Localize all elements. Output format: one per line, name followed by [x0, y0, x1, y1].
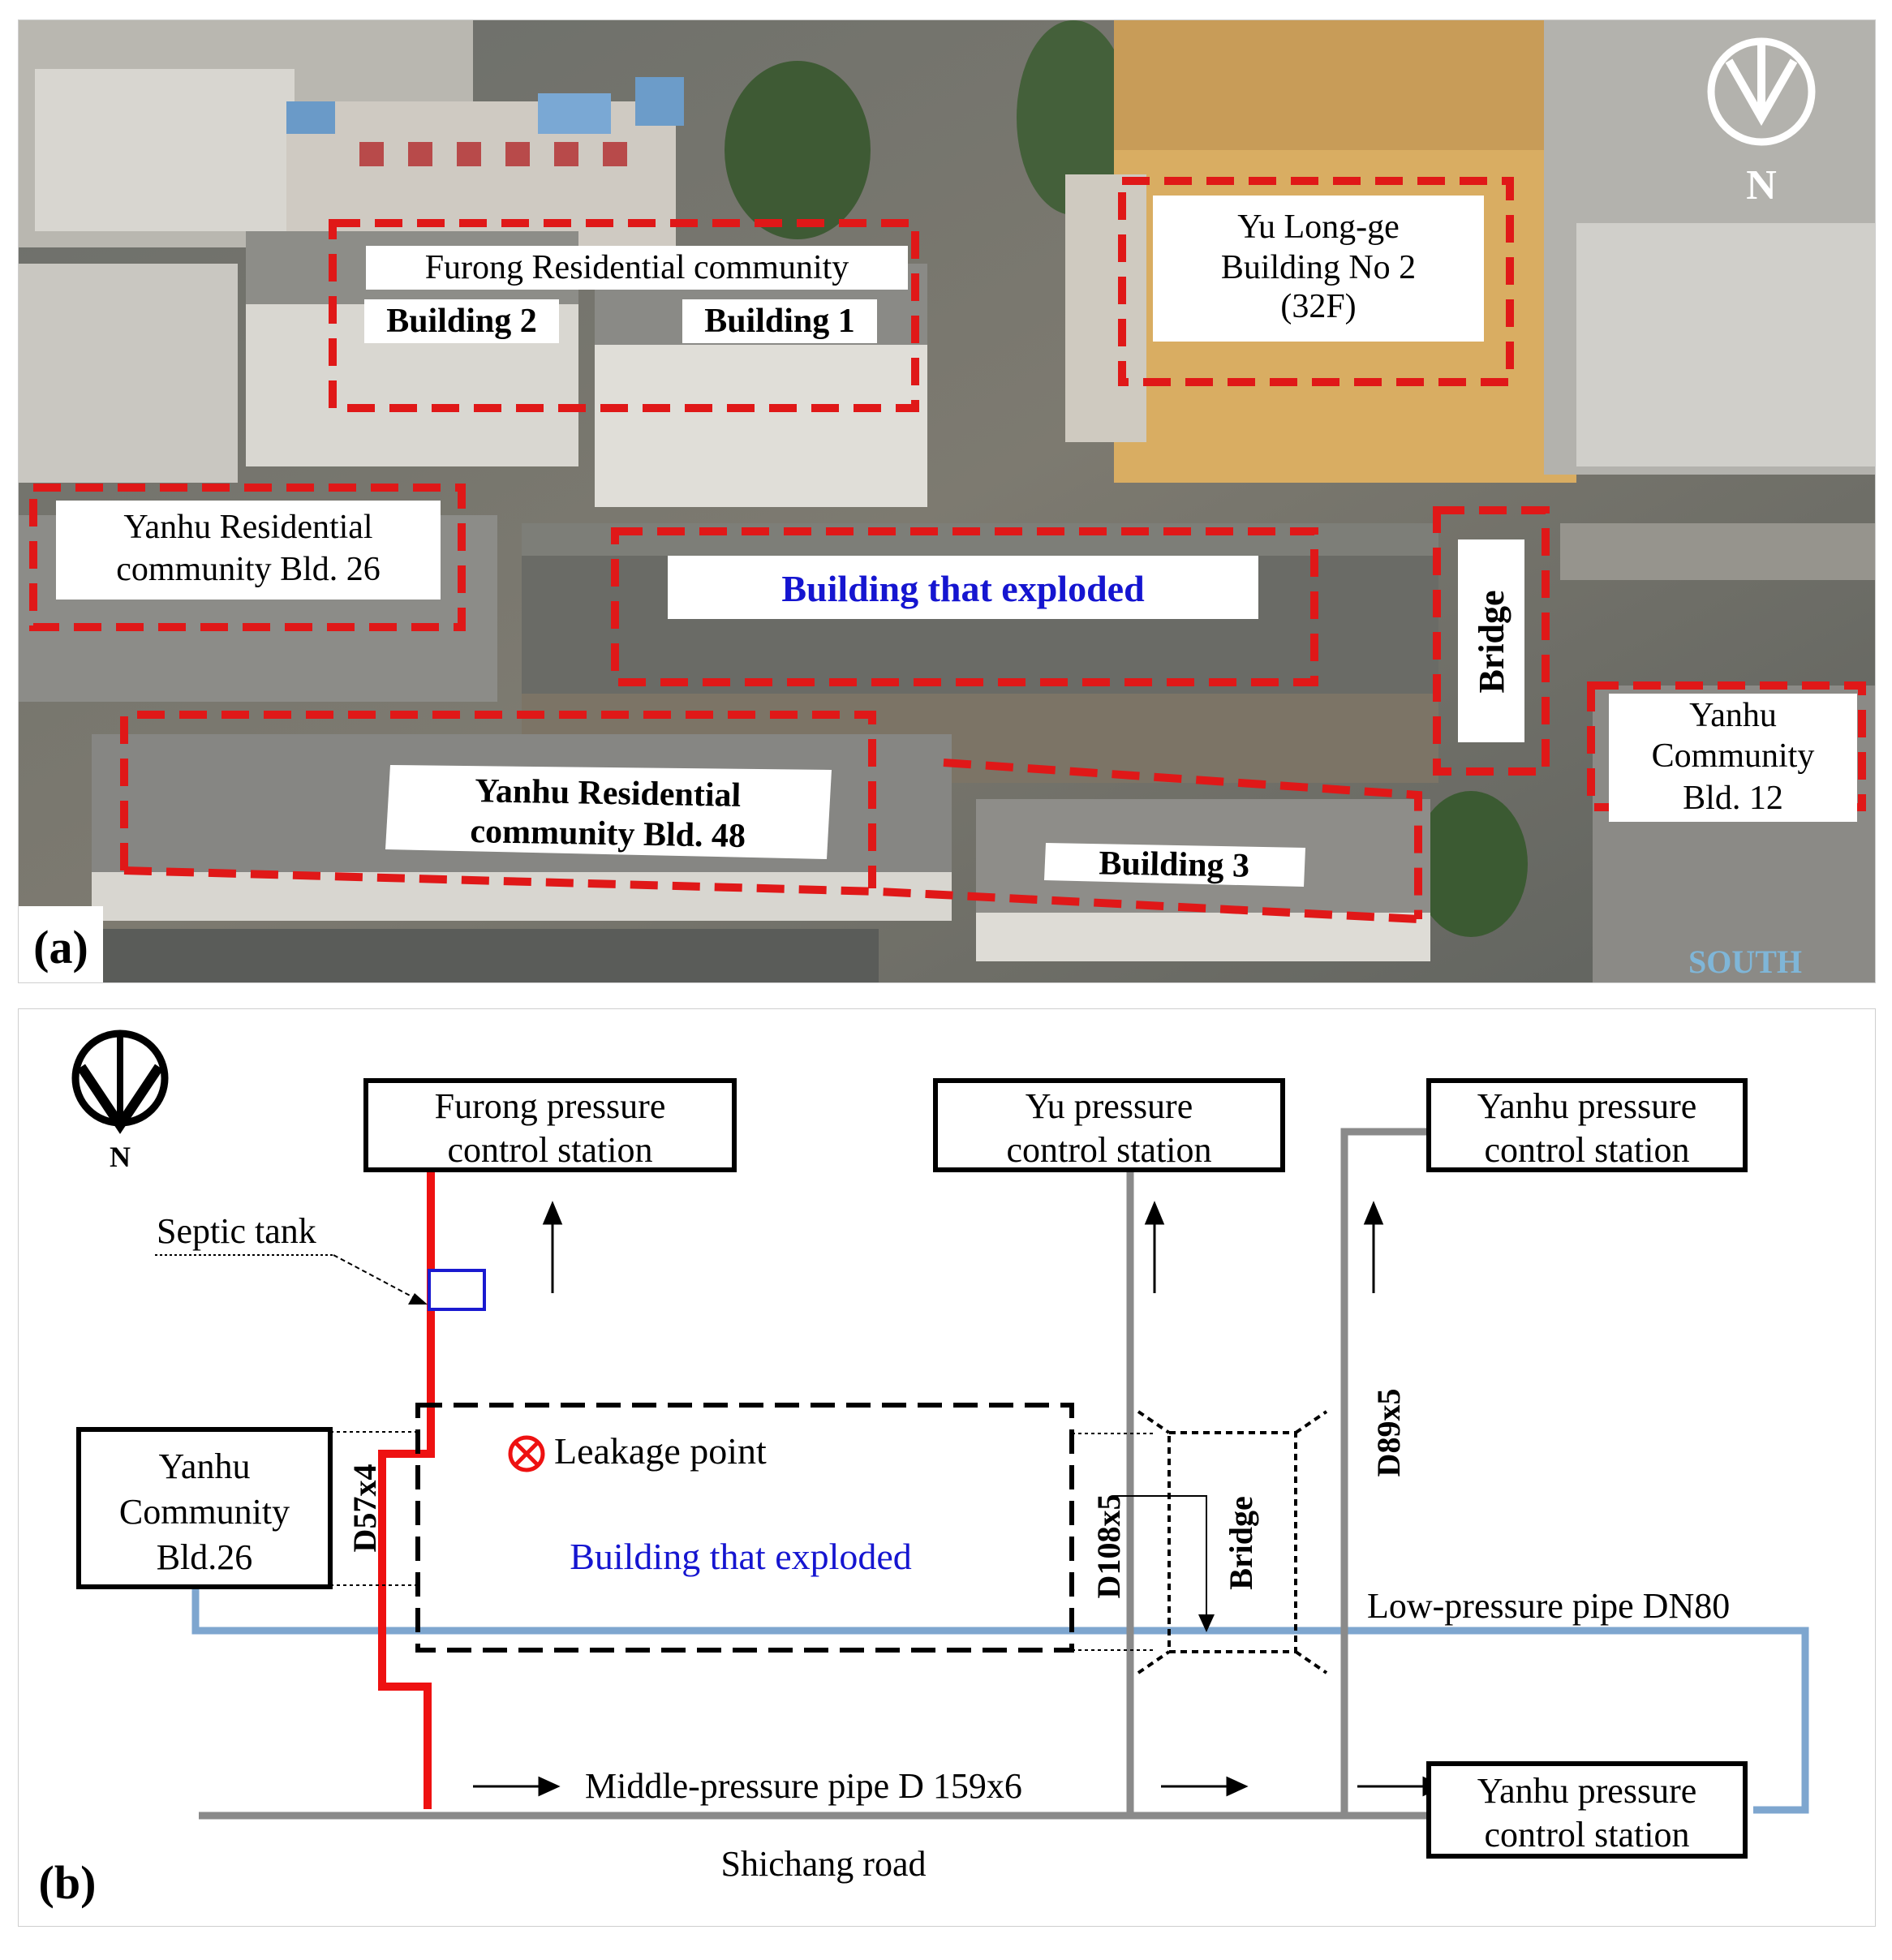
dimension-lines [330, 1431, 1153, 1651]
parking-lot [19, 929, 879, 982]
yu-station-line2: control station [1007, 1130, 1212, 1170]
road-label: Shichang road [721, 1844, 927, 1884]
yu-station-box [933, 1078, 1285, 1172]
outline-yanhu48 [120, 711, 876, 888]
red-roofs [359, 142, 627, 166]
yanhu26-line2: Community [119, 1492, 290, 1532]
yanhu26-line1: Yanhu [159, 1446, 251, 1486]
low-pressure-pipe [191, 1585, 1809, 1814]
compass-letter: N [110, 1141, 131, 1173]
furong-station-box [363, 1078, 737, 1172]
furong-station-line2: control station [448, 1130, 653, 1170]
label-furong-community: Furong Residential community [425, 249, 849, 286]
d108-pointer [1114, 1495, 1207, 1621]
roof-blue [635, 77, 684, 126]
low-pressure-label: Low-pressure pipe DN80 [1367, 1586, 1730, 1626]
label-building-2: Building 2 [386, 303, 537, 340]
pipe-diagram: N Yanhu Community Bld.26 Building that e… [39, 1029, 1809, 1909]
label-yanhu26-line2: community Bld. 26 [116, 551, 381, 588]
outline-bridge [1433, 506, 1550, 776]
label-yulongge-line1: Yu Long-ge [1237, 208, 1399, 246]
panel-label-b: (b) [39, 1856, 97, 1909]
leakage-point-icon [508, 1435, 545, 1472]
yanhu-station-top-line2: control station [1485, 1130, 1690, 1170]
label-yulongge-line2: Building No 2 [1221, 249, 1416, 286]
label-exploded-building: Building that exploded [781, 568, 1145, 609]
label-yanhu48-line2: community Bld. 48 [470, 813, 746, 855]
outline-yulongge [1118, 177, 1514, 386]
d57-label: D57x4 [346, 1464, 383, 1553]
label-building-3: Building 3 [1099, 845, 1249, 884]
label-yanhu48-line1: Yanhu Residential [475, 772, 742, 815]
panel-label-a: (a) [33, 921, 88, 974]
label-bridge: Bridge [1472, 590, 1511, 693]
roof-blue [286, 101, 335, 134]
pipe-diagram-panel: N Yanhu Community Bld.26 Building that e… [18, 1008, 1876, 1927]
furong-station-line1: Furong pressure [435, 1086, 666, 1126]
bridge-label: Bridge [1223, 1496, 1259, 1590]
yanhu-station-top-line1: Yanhu pressure [1477, 1086, 1697, 1126]
compass-letter: N [1746, 162, 1777, 208]
yanhu-station-bottom-box [1426, 1761, 1748, 1859]
bridge-outline [1137, 1410, 1328, 1674]
parking [1065, 174, 1146, 442]
label-yanhu26-line1: Yanhu Residential [123, 509, 372, 546]
panel-label-bg [19, 906, 103, 982]
septic-leader-head [408, 1293, 428, 1305]
leak-pipe [378, 1158, 435, 1809]
outline-yanhu26 [29, 484, 466, 631]
label-yanhu12-line2: Community [1652, 737, 1815, 775]
leakage-point-label: Leakage point [554, 1430, 767, 1472]
watermark-text: SOUTH [1688, 943, 1802, 980]
aerial-photo-panel: N Furong Residential community Building … [18, 19, 1876, 983]
label-yanhu12-line1: Yanhu [1689, 697, 1777, 734]
tree [1017, 20, 1130, 215]
yanhu-station-bottom-line1: Yanhu pressure [1477, 1771, 1697, 1811]
aerial-photo: N Furong Residential community Building … [19, 20, 1875, 982]
d108-label: D108x5 [1090, 1494, 1127, 1599]
outline-furong [329, 219, 919, 412]
yu-station-line1: Yu pressure [1026, 1086, 1193, 1126]
tree [1414, 791, 1528, 937]
yanhu-station-top-box [1426, 1078, 1748, 1172]
compass-icon [1707, 37, 1816, 146]
d89-label: D89x5 [1370, 1389, 1407, 1477]
label-building-1: Building 1 [704, 303, 855, 340]
flow-arrows-up [542, 1201, 1384, 1293]
tower-top [1114, 20, 1576, 150]
label-boxes [56, 196, 1857, 887]
road [1560, 523, 1875, 580]
compass-icon [71, 1029, 169, 1134]
septic-leader [333, 1254, 415, 1299]
yanhu26-box [76, 1427, 333, 1589]
outline-exploded [611, 527, 1318, 686]
outline-building3 [943, 759, 1422, 919]
exploded-building-outline [415, 1403, 1074, 1653]
yanhu-station-bottom-line2: control station [1485, 1815, 1690, 1855]
label-yanhu12-line3: Bld. 12 [1683, 780, 1783, 817]
label-yulongge-line3: (32F) [1280, 288, 1356, 325]
roof-blue [538, 93, 611, 134]
septic-tank-icon [428, 1269, 486, 1311]
building-block [19, 264, 238, 483]
building-facade [976, 913, 1430, 961]
building-block [35, 69, 295, 231]
tree [725, 61, 871, 239]
d108-pointer-head [1198, 1614, 1215, 1632]
building-block [1576, 223, 1875, 466]
exploded-building-label: Building that exploded [570, 1536, 912, 1577]
septic-tank-label: Septic tank [157, 1211, 316, 1251]
yanhu26-line3: Bld.26 [157, 1537, 253, 1577]
d89-branch-pipe [1340, 1128, 1430, 1816]
middle-pressure-label: Middle-pressure pipe D 159x6 [585, 1766, 1022, 1806]
